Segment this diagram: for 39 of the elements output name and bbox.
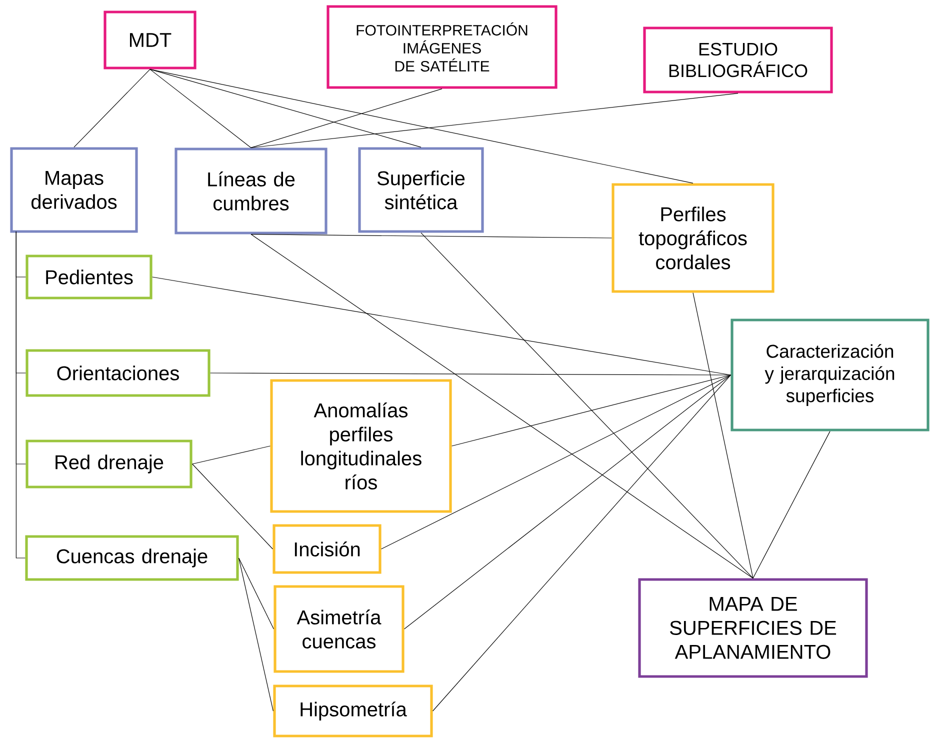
concept-box: Mapas derivados bbox=[10, 147, 138, 233]
concept-box: MDT bbox=[104, 10, 196, 70]
concept-box: Hipsometría bbox=[273, 684, 433, 738]
concept-box: Red drenaje bbox=[26, 440, 192, 488]
connector-line bbox=[152, 276, 731, 376]
concept-box: Líneas de cumbres bbox=[174, 148, 328, 234]
connector-line bbox=[381, 374, 731, 550]
concept-box: Incisión bbox=[272, 524, 382, 574]
connector-line bbox=[250, 234, 754, 578]
concept-box: Caracterización y jerarquización superficies bbox=[730, 318, 930, 432]
connector-line bbox=[192, 446, 270, 464]
connector-line bbox=[150, 69, 252, 148]
concept-box: MAPA DE SUPERFICIES DE APLANAMIENTO bbox=[638, 578, 868, 678]
concept-box: Asimetría cuencas bbox=[274, 585, 404, 673]
concept-box: Anomalías perfiles longitudinales ríos bbox=[270, 379, 452, 513]
connector-line bbox=[404, 374, 731, 630]
connector-line bbox=[692, 292, 754, 578]
connector-line bbox=[250, 88, 442, 148]
connector-line bbox=[150, 69, 694, 184]
concept-box: ESTUDIO BIBLIOGRÁFICO bbox=[643, 26, 833, 94]
connector-line bbox=[250, 93, 738, 148]
connector-line bbox=[74, 69, 150, 148]
concept-box: FOTOINTERPRETACIÓN IMÁGENES DE SATÉLITE bbox=[326, 5, 558, 89]
concept-box: Perfiles topográficos cordales bbox=[612, 183, 774, 293]
connector-line bbox=[238, 558, 274, 630]
connector-line bbox=[432, 374, 731, 712]
connector-line bbox=[250, 234, 612, 238]
concept-box: Orientaciones bbox=[26, 349, 210, 397]
concept-box: Cuencas drenaje bbox=[25, 535, 239, 581]
connector-line bbox=[192, 464, 273, 550]
concept-box: Pedientes bbox=[26, 254, 152, 300]
connector-line bbox=[16, 231, 26, 558]
connector-line bbox=[210, 372, 731, 376]
connector-line bbox=[238, 558, 274, 712]
connector-line bbox=[452, 374, 731, 446]
connector-line bbox=[150, 69, 422, 148]
connector-line bbox=[420, 232, 754, 578]
concept-box: Superficie sintética bbox=[358, 147, 484, 233]
connector-line bbox=[752, 431, 830, 578]
